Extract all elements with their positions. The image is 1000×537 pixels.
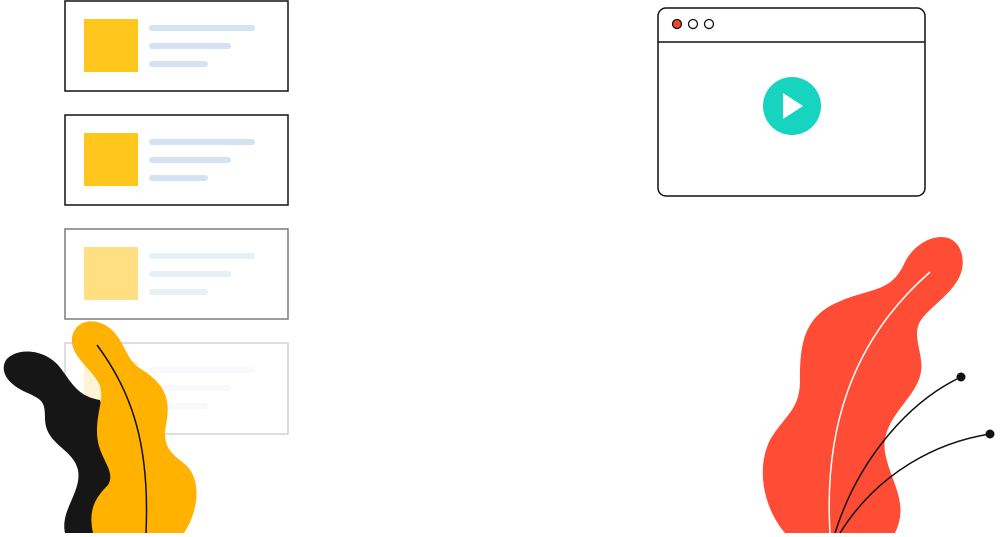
- content-card: [64, 228, 289, 320]
- yellow-leaf-vein: [96, 344, 148, 534]
- stem-dot: [985, 429, 995, 439]
- black-leaf: [3, 351, 125, 533]
- window-maximize-dot[interactable]: [703, 18, 715, 30]
- content-card: [64, 114, 289, 206]
- play-icon: [783, 93, 803, 119]
- content-card: [64, 0, 289, 92]
- stem: [839, 433, 991, 534]
- stem-dot: [956, 372, 966, 382]
- red-leaf-vein: [828, 271, 931, 534]
- window-minimize-dot[interactable]: [687, 18, 699, 30]
- video-browser-window: [657, 7, 926, 197]
- window-close-dot[interactable]: [671, 18, 683, 30]
- yellow-leaf: [71, 321, 197, 533]
- stem: [834, 376, 962, 534]
- play-button[interactable]: [763, 77, 821, 135]
- red-leaf: [762, 236, 963, 533]
